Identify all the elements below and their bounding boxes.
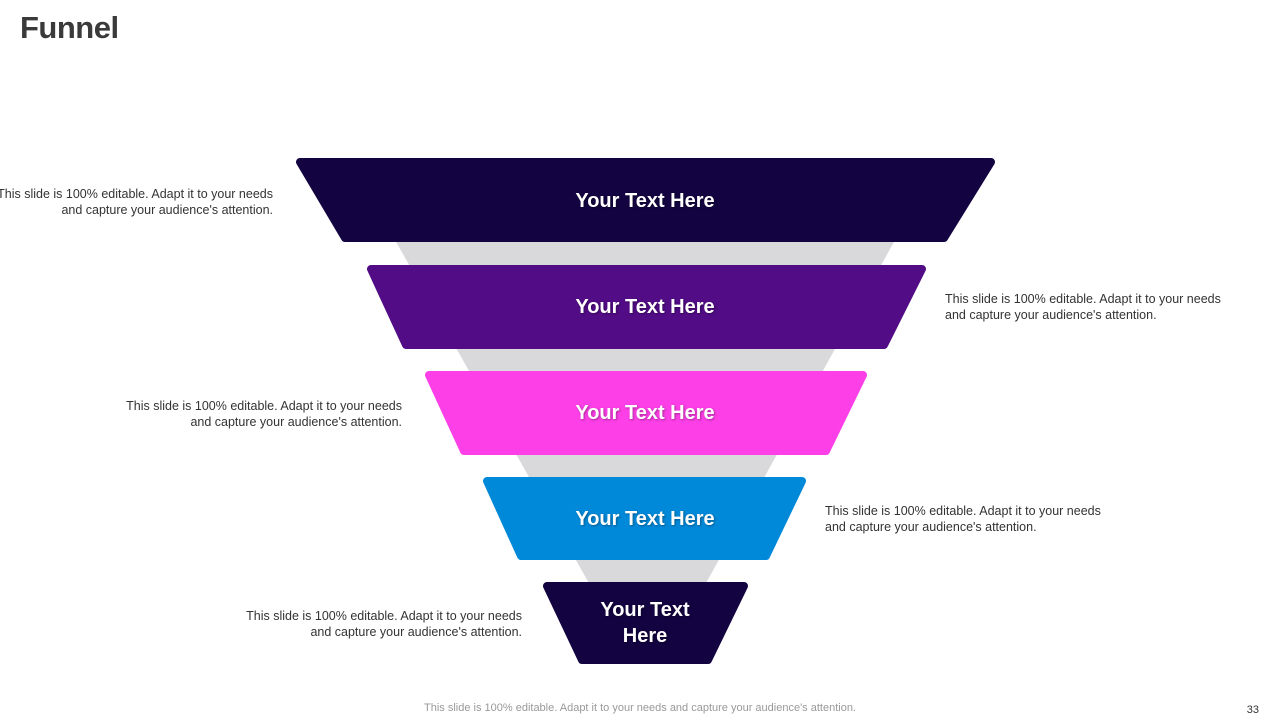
stage-4-label: Your Text Here [575,508,715,530]
funnel-stage-4 [483,477,806,560]
page-number: 33 [1246,704,1259,716]
funnel-stage-3 [425,371,867,455]
stage-2-label: Your Text Here [575,296,715,318]
stage-1-description: This slide is 100% editable. Adapt it to… [0,187,273,217]
funnel-stage-1 [296,158,995,242]
stage-5-description: This slide is 100% editable. Adapt it to… [246,609,522,639]
stage-2-description: This slide is 100% editable. Adapt it to… [945,292,1221,322]
funnel-stage-5 [543,582,748,664]
stage-3-label: Your Text Here [575,402,715,424]
stage-5-label: Your Text Here [600,599,690,647]
stage-3-description: This slide is 100% editable. Adapt it to… [126,399,402,429]
funnel-stage-2 [367,265,926,349]
stage-4-description: This slide is 100% editable. Adapt it to… [825,504,1101,534]
footer-note: This slide is 100% editable. Adapt it to… [424,702,856,714]
stage-1-label: Your Text Here [575,190,715,212]
slide-title: Funnel [20,10,119,45]
